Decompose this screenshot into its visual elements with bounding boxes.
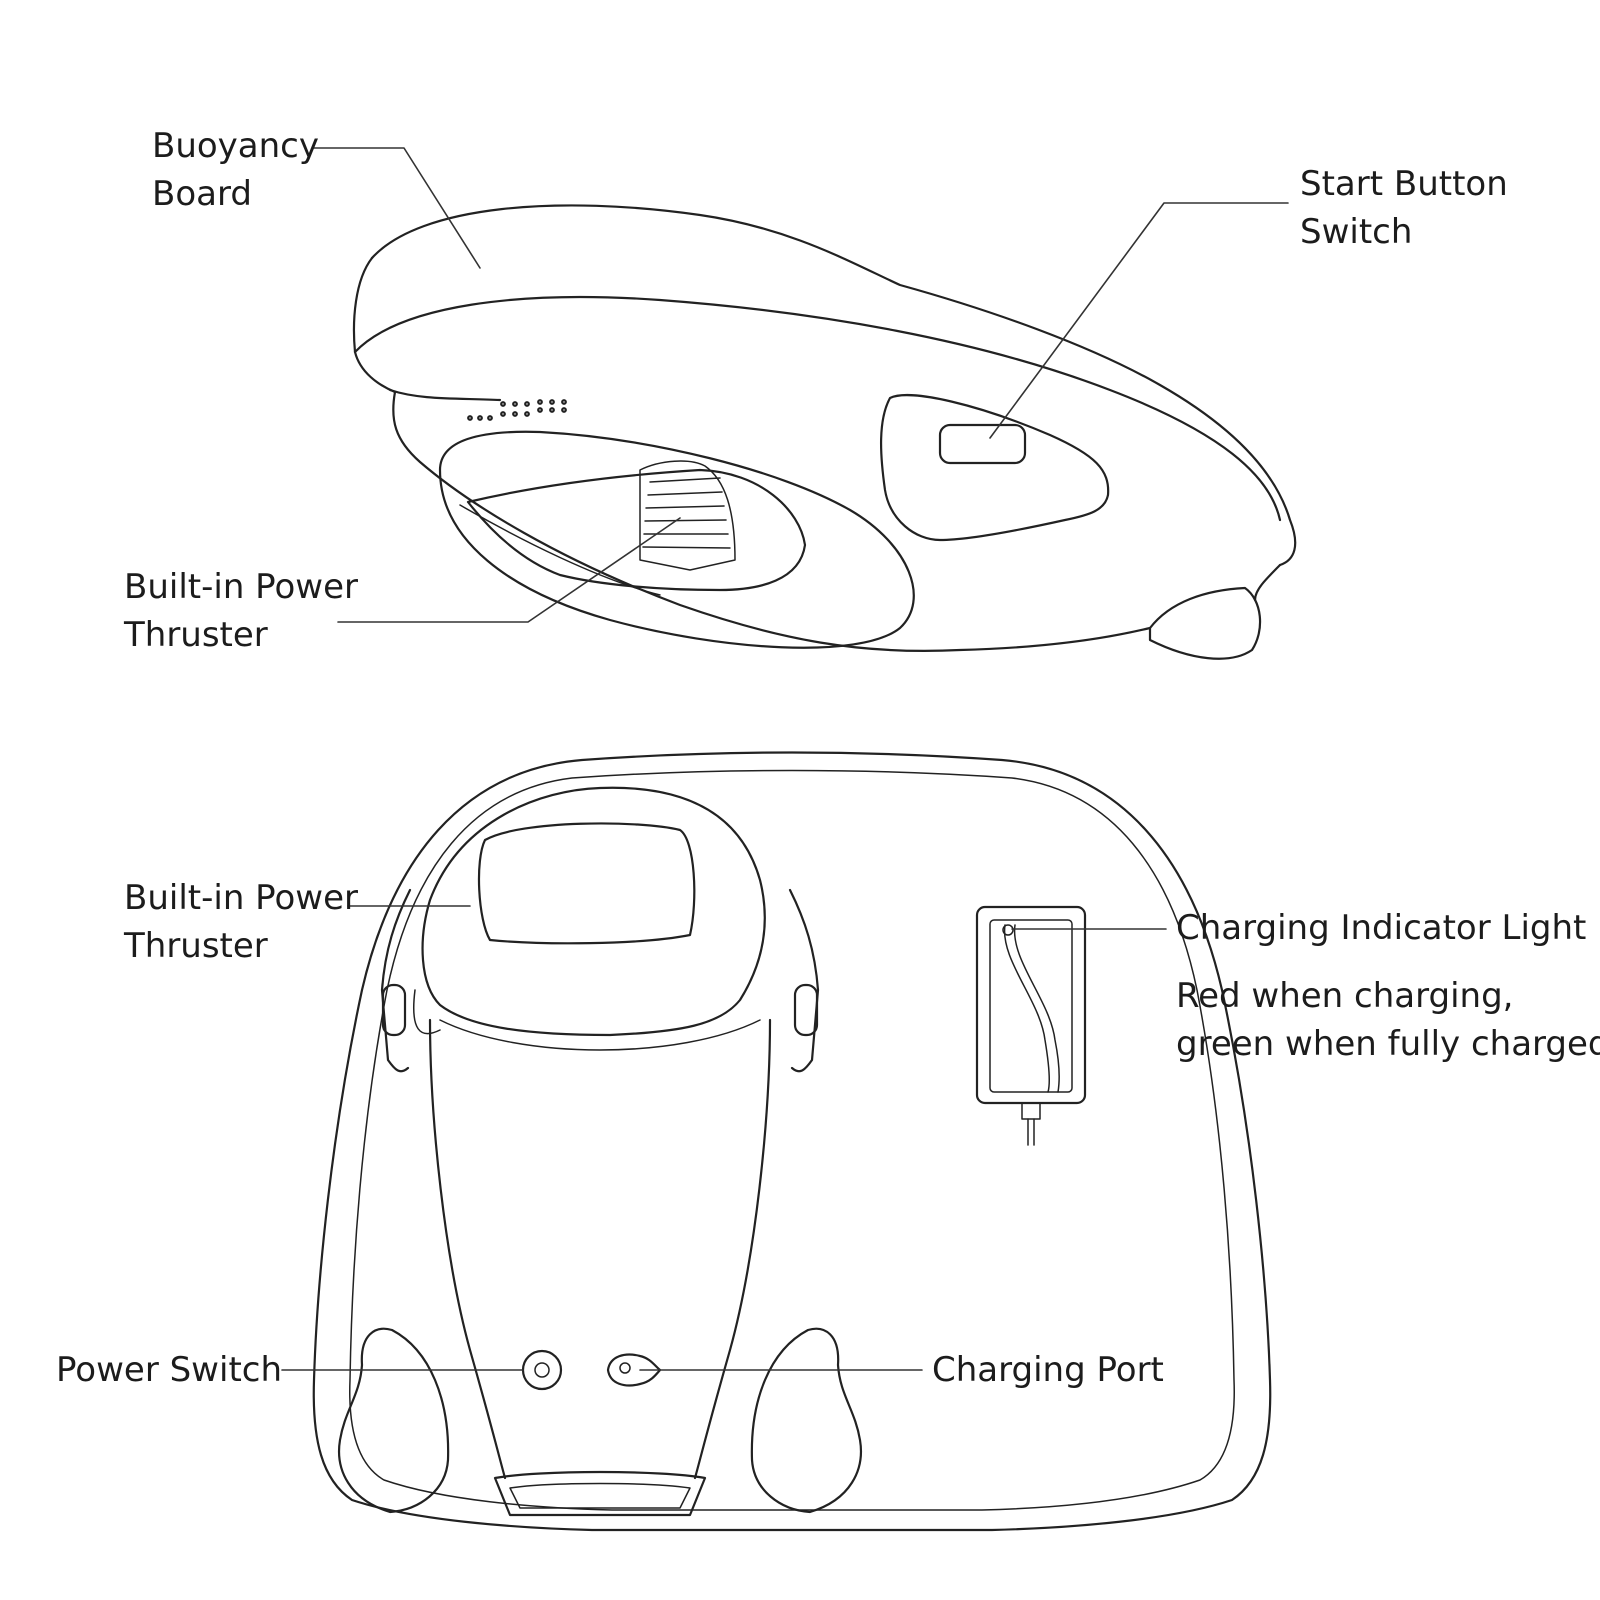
- label-thruster-bottom-line1: Built-in Power: [124, 878, 358, 918]
- label-thruster-top: Built-in Power Thruster: [124, 563, 358, 659]
- label-start-button-line2: Switch: [1300, 212, 1413, 252]
- leader-start-button: [989, 202, 1289, 439]
- scooter-top-view: [312, 751, 1272, 1532]
- label-buoyancy-board-line2: Board: [152, 174, 252, 214]
- leader-thruster-top: [337, 517, 681, 623]
- label-charging-indicator-text: Charging Indicator Light: [1176, 908, 1587, 948]
- label-charging-port-text: Charging Port: [932, 1350, 1164, 1390]
- label-charging-note-line2: green when fully charged: [1176, 1024, 1600, 1064]
- label-charging-port: Charging Port: [932, 1346, 1164, 1394]
- scooter-side-view: [352, 204, 1297, 660]
- label-thruster-top-line2: Thruster: [124, 615, 268, 655]
- label-thruster-bottom: Built-in Power Thruster: [124, 874, 358, 970]
- label-thruster-top-line1: Built-in Power: [124, 567, 358, 607]
- label-buoyancy-board-line1: Buoyancy: [152, 126, 319, 166]
- label-thruster-bottom-line2: Thruster: [124, 926, 268, 966]
- leader-buoyancy-board: [311, 147, 481, 269]
- label-power-switch-text: Power Switch: [56, 1350, 283, 1390]
- label-charging-indicator: Charging Indicator Light: [1176, 904, 1586, 952]
- label-buoyancy-board: Buoyancy Board: [152, 122, 319, 218]
- leader-lines: [281, 147, 1289, 1371]
- label-start-button-line1: Start Button: [1300, 164, 1508, 204]
- label-charging-note: Red when charging, green when fully char…: [1176, 972, 1600, 1068]
- label-start-button-switch: Start Button Switch: [1300, 160, 1508, 256]
- label-power-switch: Power Switch: [56, 1346, 282, 1394]
- charger-illustration: [975, 905, 1087, 1146]
- label-charging-note-line1: Red when charging,: [1176, 976, 1514, 1016]
